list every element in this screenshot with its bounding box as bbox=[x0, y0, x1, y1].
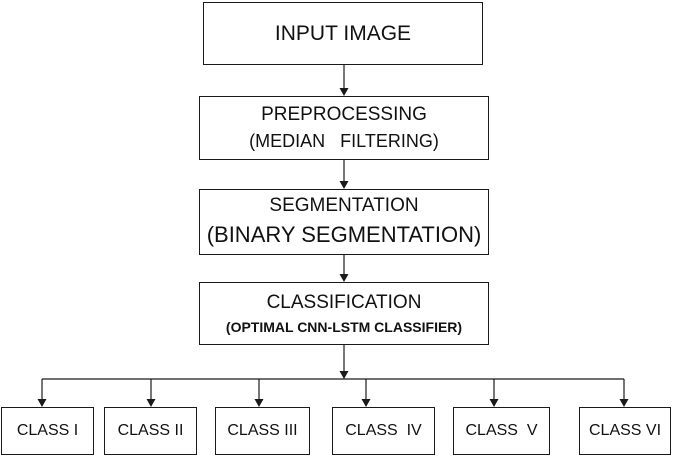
class-2-box: CLASS II bbox=[104, 407, 197, 455]
classification-box: CLASSIFICATION (OPTIMAL CNN-LSTM CLASSIF… bbox=[199, 282, 489, 345]
arrowhead-preprocessing bbox=[339, 88, 349, 96]
segmentation-box: SEGMENTATION (BINARY SEGMENTATION) bbox=[199, 189, 489, 255]
preprocessing-box: PREPROCESSING (MEDIAN FILTERING) bbox=[199, 96, 489, 160]
arrowhead-class-4 bbox=[361, 399, 371, 407]
class-4-box: CLASS IV bbox=[332, 407, 435, 455]
arrowhead-classification bbox=[339, 274, 349, 282]
segmentation-title: SEGMENTATION bbox=[269, 195, 419, 217]
class-6-label: CLASS VI bbox=[588, 422, 662, 440]
class-4-label: CLASS IV bbox=[345, 422, 422, 440]
class-6-box: CLASS VI bbox=[579, 407, 671, 455]
class-3-box: CLASS III bbox=[215, 407, 310, 455]
segmentation-subtitle: (BINARY SEGMENTATION) bbox=[206, 222, 482, 248]
class-2-label: CLASS II bbox=[117, 422, 184, 440]
classification-subtitle: (OPTIMAL CNN-LSTM CLASSIFIER) bbox=[225, 318, 463, 335]
arrowhead-class-5 bbox=[489, 399, 499, 407]
arrowhead-class-1 bbox=[37, 399, 47, 407]
arrowhead-class-2 bbox=[146, 399, 156, 407]
arrowhead-segmentation bbox=[339, 181, 349, 189]
preprocessing-title: PREPROCESSING bbox=[261, 103, 427, 125]
input-image-label: INPUT IMAGE bbox=[274, 21, 412, 45]
class-1-label: CLASS I bbox=[16, 422, 79, 440]
class-5-box: CLASS V bbox=[453, 407, 550, 455]
arrowhead-class-6 bbox=[619, 399, 629, 407]
preprocessing-subtitle: (MEDIAN FILTERING) bbox=[249, 130, 439, 151]
arrowhead-bus bbox=[339, 371, 349, 379]
input-image-box: INPUT IMAGE bbox=[203, 2, 483, 65]
arrowhead-class-3 bbox=[254, 399, 264, 407]
class-5-label: CLASS V bbox=[465, 422, 538, 440]
class-3-label: CLASS III bbox=[227, 422, 298, 440]
class-1-box: CLASS I bbox=[1, 407, 94, 455]
classification-title: CLASSIFICATION bbox=[266, 291, 422, 313]
